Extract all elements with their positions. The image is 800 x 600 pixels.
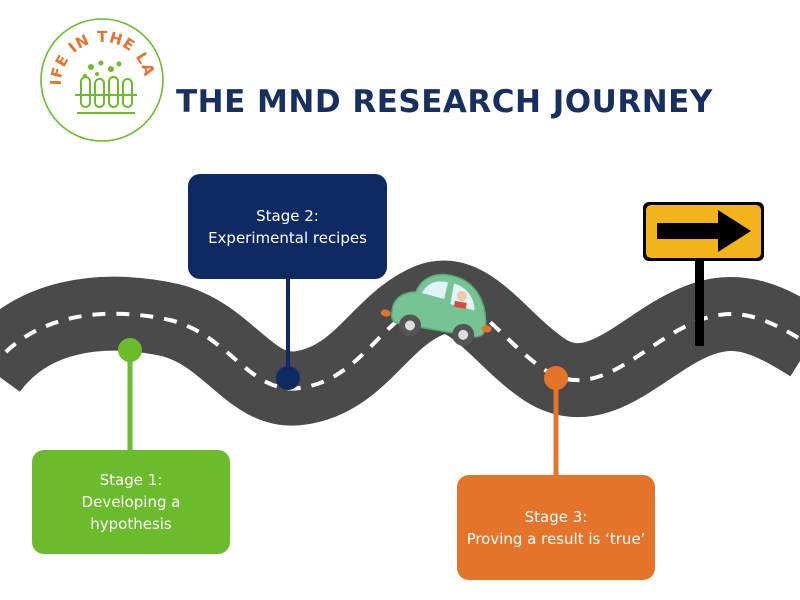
stage-1-line-1: Developing a bbox=[81, 493, 181, 511]
test-tubes-icon bbox=[75, 60, 137, 114]
stage-2-marker bbox=[276, 366, 300, 390]
page-title: THE MND RESEARCH JOURNEY bbox=[176, 84, 713, 120]
stage-1-marker bbox=[118, 338, 142, 362]
stage-1-line-2: hypothesis bbox=[90, 515, 172, 533]
stage-2-line-1: Experimental recipes bbox=[208, 228, 367, 247]
stage-3-marker bbox=[544, 366, 568, 390]
stage-3-line-1: Proving a result is ‘true’ bbox=[466, 529, 646, 548]
life-in-the-lab-logo: LIFE IN THE LAB bbox=[39, 17, 164, 142]
car-icon bbox=[380, 273, 492, 346]
stage-3-title: Stage 3: bbox=[524, 507, 588, 526]
stage-1-box: Stage 1: Developing a hypothesis bbox=[32, 450, 230, 554]
stage-2-box: Stage 2: Experimental recipes bbox=[188, 174, 387, 279]
stage-3-box: Stage 3: Proving a result is ‘true’ bbox=[457, 475, 655, 580]
stage-2-title: Stage 2: bbox=[256, 206, 319, 225]
arrow-sign-icon bbox=[643, 202, 764, 346]
stage-1-title: Stage 1: bbox=[99, 471, 163, 489]
